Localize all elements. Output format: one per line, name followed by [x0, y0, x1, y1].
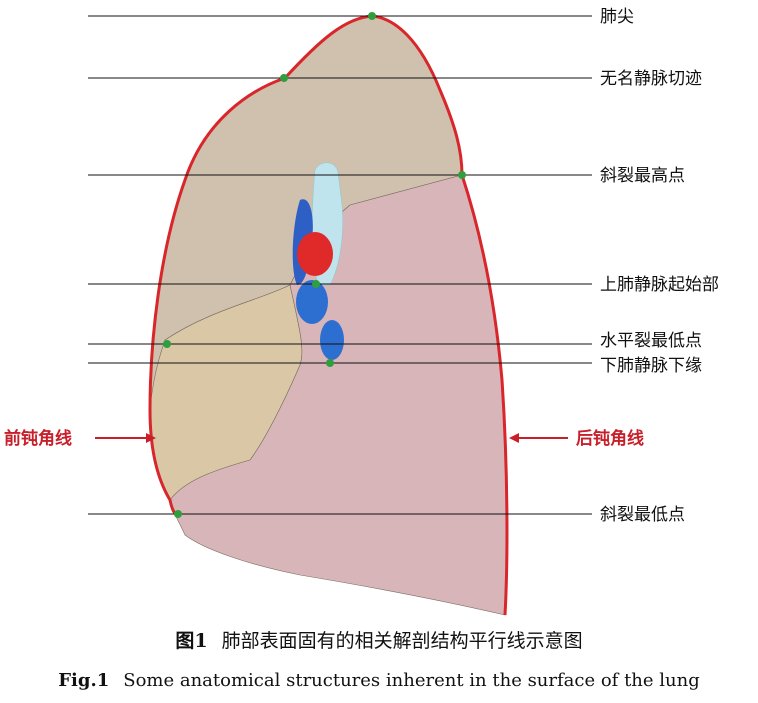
pulmonary-artery [297, 232, 333, 276]
marker-innominate-notch [280, 74, 288, 82]
upper-pulmonary-vein [296, 280, 328, 324]
lung-outline [148, 14, 509, 616]
marker-oblique-highest [458, 171, 466, 179]
marker-lower-pv-lower-edge [326, 359, 334, 367]
label-anterior-line: 前钝角线 [4, 428, 72, 449]
marker-oblique-lowest [174, 510, 182, 518]
caption-en-text: Some anatomical structures inherent in t… [123, 670, 700, 691]
marker-upper-pv-origin [312, 280, 320, 288]
label-lower-pv-lower-edge: 下肺静脉下缘 [600, 356, 702, 376]
label-oblique-lowest: 斜裂最低点 [600, 505, 685, 525]
caption-cn-number: 图1 [175, 630, 208, 652]
marker-horizontal-lowest [163, 340, 171, 348]
label-horizontal-lowest: 水平裂最低点 [600, 331, 702, 351]
label-upper-pv-origin: 上肺静脉起始部 [600, 275, 719, 295]
caption-english: Fig.1 Some anatomical structures inherent… [0, 670, 758, 691]
caption-cn-text: 肺部表面固有的相关解剖结构平行线示意图 [221, 630, 583, 652]
arrow-posterior-head [509, 433, 519, 443]
label-apex: 肺尖 [600, 7, 634, 27]
caption-chinese: 图1 肺部表面固有的相关解剖结构平行线示意图 [0, 626, 758, 653]
lung-diagram: 肺尖 无名静脉切迹 斜裂最高点 上肺静脉起始部 水平裂最低点 下肺静脉下缘 斜裂… [4, 7, 719, 616]
label-posterior-line: 后钝角线 [576, 428, 644, 449]
marker-apex [368, 12, 376, 20]
arrow-anterior-head [146, 433, 156, 443]
label-innominate-notch: 无名静脉切迹 [600, 69, 702, 89]
lower-pulmonary-vein [320, 320, 344, 360]
caption-en-number: Fig.1 [58, 670, 110, 691]
label-oblique-highest: 斜裂最高点 [600, 166, 685, 186]
